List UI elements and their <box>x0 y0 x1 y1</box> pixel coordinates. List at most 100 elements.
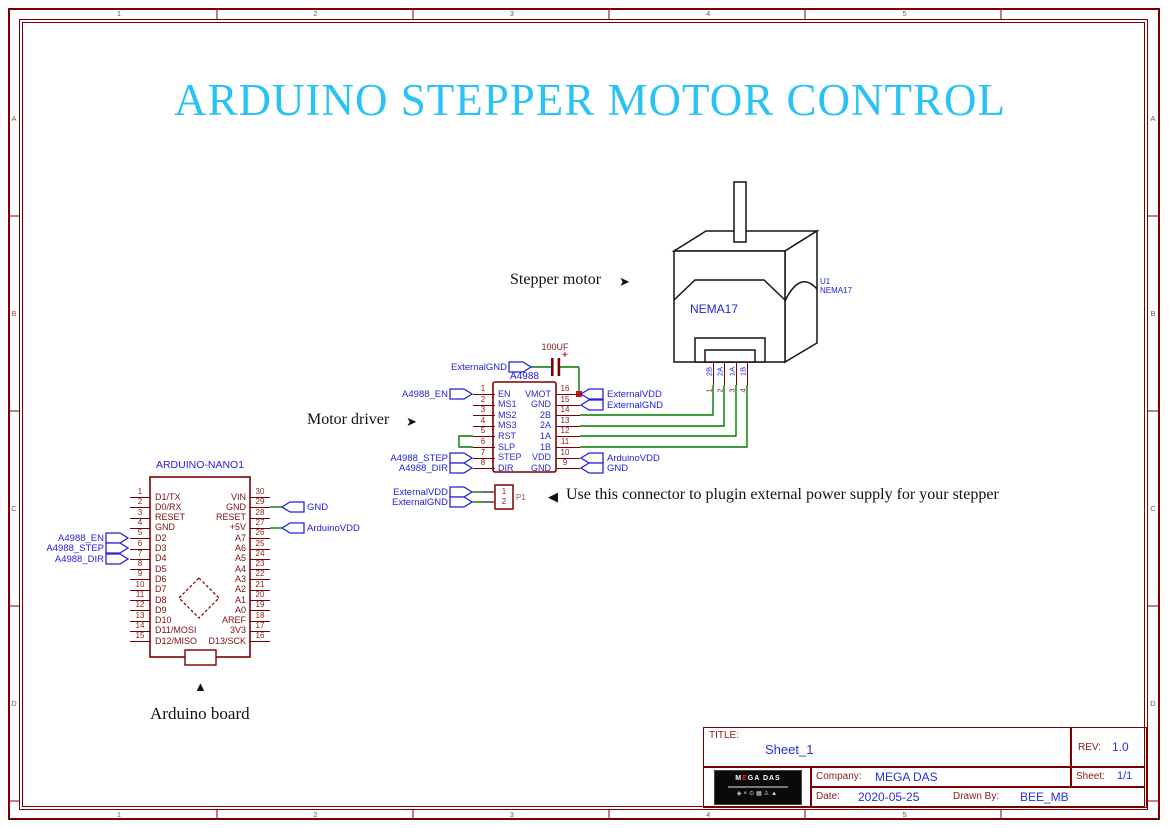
pin-stub <box>250 610 270 612</box>
arduino-left-pin-row: 3 RESET <box>128 508 250 522</box>
net-label-gnd[interactable]: GND <box>607 463 629 474</box>
capacitor-symbol[interactable] <box>551 358 561 376</box>
driver-left-pin-row: 3 MS2 <box>471 406 556 419</box>
stepper-motor-symbol[interactable] <box>671 181 820 364</box>
net-flag-externalvdd-vmot <box>579 388 604 400</box>
arduino-left-pin-row: 1 D1/TX <box>128 488 250 501</box>
net-flag-step-arduino <box>105 542 130 554</box>
arduino-left-pin-row: 2 D0/RX <box>128 498 250 511</box>
net-label-en[interactable]: A4988_EN <box>402 389 448 400</box>
arduino-left-pin-row: 13 D10 <box>128 611 250 625</box>
arduino-right-pin-row: 18 AREF <box>150 611 272 625</box>
pin-stub <box>473 457 495 459</box>
net-flag-en <box>449 388 474 400</box>
net-label-externalgnd[interactable]: ExternalGND <box>451 362 507 373</box>
ruler-row-label-left: A <box>11 114 17 123</box>
pin-stub <box>713 362 714 385</box>
net-label-arduinovdd[interactable]: ArduinoVDD <box>607 453 660 464</box>
pin-stub <box>473 447 495 448</box>
pin-stub <box>250 620 270 622</box>
arduino-left-pin-row: 4 GND <box>128 518 250 532</box>
company-logo: MEGA DAS <box>714 770 802 805</box>
net-label-externalvdd[interactable]: ExternalVDD <box>607 389 662 400</box>
capacitor-value: 100UF <box>541 342 569 352</box>
arduino-right-pin-row: 21 A2 <box>150 580 272 594</box>
sheet-value: 1/1 <box>1117 770 1133 782</box>
pin-stub <box>556 404 580 406</box>
net-label-step[interactable]: A4988_STEP <box>46 543 104 554</box>
company-value: MEGA DAS <box>875 770 938 784</box>
driver-right-pin-row: 14 2B <box>493 406 580 419</box>
arduino-right-pin-row: 24 A5 <box>150 549 272 563</box>
arduino-left-pin-row: 9 D6 <box>128 570 250 583</box>
rev-value: 1.0 <box>1112 740 1129 754</box>
net-label-dir[interactable]: A4988_DIR <box>54 554 104 565</box>
net-flags[interactable] <box>105 361 604 565</box>
net-label-externalvdd[interactable]: ExternalVDD <box>393 487 448 498</box>
net-flag-arduinovdd-arduino <box>280 522 305 534</box>
arduino-left-pin-row: 7 D4 <box>128 549 250 563</box>
motor-shaft-icon <box>733 181 747 243</box>
sheet-title[interactable]: Sheet_1 <box>765 742 814 757</box>
company-label: Company: <box>816 771 862 782</box>
pin-stub <box>473 415 495 417</box>
pin-stub <box>250 600 270 601</box>
arduino-left-pin-row: 15 D12/MISO <box>128 632 250 645</box>
net-label-dir[interactable]: A4988_DIR <box>398 463 448 474</box>
sheet-inner-border <box>22 22 1145 807</box>
ruler-row-label-left: C <box>11 504 17 513</box>
arduino-right-pin-row: 17 3V3 <box>150 621 272 635</box>
arduino-mcu-icon <box>178 577 220 619</box>
pin-stub <box>250 579 270 581</box>
net-flag-externalgnd-cap <box>508 361 533 373</box>
driver-refdes: A4988 <box>510 371 539 382</box>
stepper-motor-note: Stepper motor <box>510 271 602 288</box>
pin-stub <box>250 558 270 560</box>
arduino-board-note: Arduino board <box>150 704 250 723</box>
left-arrow-icon: ◀ <box>548 489 558 504</box>
ruler-row-label-right: C <box>1150 504 1156 513</box>
p1-connector-body[interactable] <box>494 484 514 510</box>
pin-stub <box>130 641 150 643</box>
p1-pin-number: 1 <box>501 487 507 496</box>
arduino-right-pin-row: 16 D13/SCK <box>150 632 272 645</box>
net-label-externalgnd[interactable]: ExternalGND <box>607 400 663 411</box>
ruler-col-label-top: 5 <box>902 9 907 18</box>
driver-body[interactable] <box>492 381 557 473</box>
pin-stub <box>473 425 495 427</box>
right-arrow-icon: ➤ <box>619 274 630 289</box>
arduino-usb-icon <box>184 649 217 666</box>
motor-pin: 1B 4 <box>738 362 753 398</box>
net-label-arduinovdd[interactable]: ArduinoVDD <box>307 523 360 534</box>
title-block-divider <box>810 786 1145 788</box>
arduino-right-pin-row: 19 A0 <box>150 601 272 614</box>
driver-left-pin-row: 2 MS1 <box>471 395 556 409</box>
date-label: Date: <box>816 791 840 802</box>
logo-subline <box>728 786 788 788</box>
net-label-step[interactable]: A4988_STEP <box>390 453 448 464</box>
pin-stub <box>556 415 580 417</box>
pin-stub <box>724 362 726 385</box>
net-label-gnd[interactable]: GND <box>307 502 329 513</box>
ruler-col-label-top: 3 <box>509 9 514 18</box>
pin-stub <box>556 457 580 459</box>
ruler-col-label-top: 4 <box>706 9 711 18</box>
pin-stub <box>473 436 495 438</box>
ruler-col-label-bottom: 4 <box>706 810 711 819</box>
pin-stub <box>130 558 150 560</box>
net-flag-dir <box>449 462 474 474</box>
driver-right-pin-row: 15 GND <box>493 395 580 409</box>
pin-stub <box>250 630 270 632</box>
net-label-externalgnd[interactable]: ExternalGND <box>392 497 448 508</box>
arduino-right-pin-row: 25 A6 <box>150 539 272 553</box>
pin-stub <box>473 468 495 470</box>
arduino-left-pin-row: 14 D11/MOSI <box>128 621 250 635</box>
drawn-by-label: Drawn By: <box>953 791 1000 802</box>
pin-stub <box>250 548 270 550</box>
wires[interactable] <box>270 366 748 529</box>
ruler-col-label-bottom: 5 <box>902 810 907 819</box>
ruler-row-label-left: D <box>11 699 17 708</box>
ruler-row-label-left: B <box>11 309 17 318</box>
net-label-en[interactable]: A4988_EN <box>58 533 104 544</box>
